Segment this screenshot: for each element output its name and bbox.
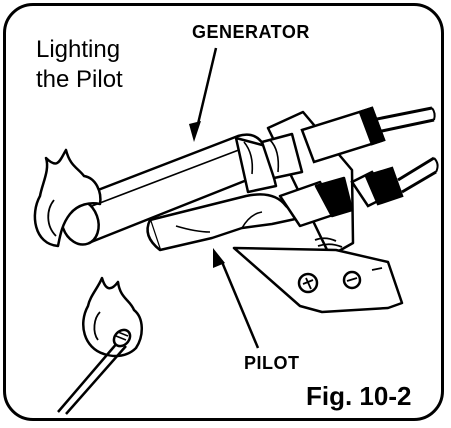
generator-label: GENERATOR <box>192 22 310 42</box>
match-icon <box>57 328 132 415</box>
mounting-bracket <box>232 110 404 314</box>
generator-tube <box>60 132 304 246</box>
pilot-arrow <box>213 248 260 349</box>
figure-number: Fig. 10-2 <box>306 381 412 411</box>
caption-line-2: the Pilot <box>36 66 123 93</box>
generator-lead-tube <box>300 106 436 164</box>
generator-arrow <box>189 47 218 142</box>
flame-icon <box>82 276 143 358</box>
pilot-supply-tube <box>350 156 439 208</box>
pilot-burner <box>146 176 354 252</box>
flame-icon <box>33 148 102 248</box>
pilot-label: PILOT <box>244 353 300 373</box>
figure-caption: Lighting the Pilot <box>36 35 123 95</box>
caption-line-1: Lighting <box>36 36 121 63</box>
